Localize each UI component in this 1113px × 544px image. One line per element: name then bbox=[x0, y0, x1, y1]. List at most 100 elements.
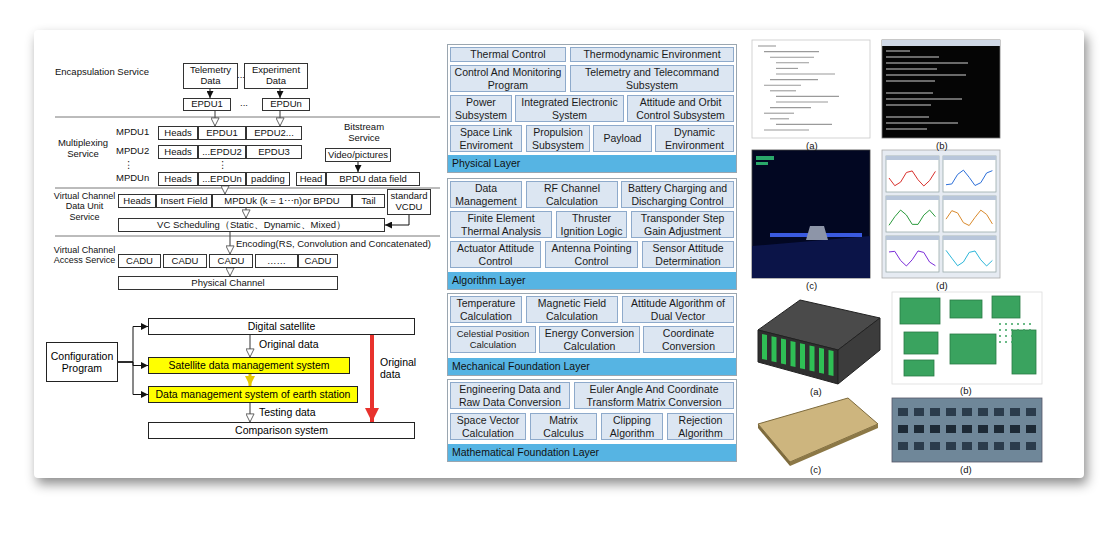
component-block bbox=[904, 332, 938, 354]
board-edge bbox=[758, 424, 790, 466]
chip bbox=[946, 442, 956, 450]
module-box: Rejection Algorithm bbox=[667, 413, 734, 440]
chart-curve bbox=[889, 251, 935, 266]
protocol-field-box: CADU bbox=[298, 254, 338, 268]
highlighted-process-box: Data management system of earth station bbox=[148, 386, 358, 403]
via-dot bbox=[1011, 341, 1013, 343]
protocol-field-box: BPDU data field bbox=[326, 172, 420, 186]
layer-title: Mechanical Foundation Layer bbox=[448, 358, 736, 375]
box-label: CADU bbox=[303, 256, 334, 267]
console-line bbox=[886, 75, 966, 76]
arrow-connector bbox=[249, 335, 250, 357]
annotation-label: ⋮ bbox=[124, 160, 134, 171]
arrow-connector bbox=[229, 232, 230, 254]
chip bbox=[898, 442, 908, 450]
chip bbox=[994, 425, 1004, 433]
chip bbox=[914, 408, 924, 416]
annotation-label: ⋮ bbox=[218, 160, 228, 171]
box-label: Data management system of earth station bbox=[154, 388, 353, 400]
box-label: Control And Monitoring Program bbox=[451, 66, 565, 90]
via-dot bbox=[1029, 335, 1031, 337]
terminal-screenshot bbox=[882, 40, 1000, 138]
box-label: Thermodynamic Environment bbox=[581, 48, 722, 60]
component-block bbox=[950, 334, 996, 364]
chip bbox=[978, 408, 988, 416]
code-line bbox=[770, 79, 818, 80]
code-line bbox=[764, 51, 819, 52]
pcb-layout bbox=[892, 292, 1042, 384]
via-dot bbox=[999, 329, 1001, 331]
box-label: EPDU1 bbox=[189, 99, 225, 110]
component-closeup-photo bbox=[892, 398, 1042, 462]
chart-curve bbox=[889, 171, 935, 186]
chart-window bbox=[886, 156, 939, 192]
separator-line bbox=[55, 117, 440, 118]
via-dot bbox=[1023, 323, 1025, 325]
chip bbox=[914, 442, 924, 450]
protocol-field-box: EPDU3 bbox=[246, 145, 302, 159]
chip bbox=[962, 425, 972, 433]
console-line bbox=[886, 99, 962, 100]
circuit-card bbox=[829, 350, 834, 376]
module-box: Sensor Attitude Determination bbox=[642, 241, 734, 268]
window-title-bar bbox=[886, 236, 939, 240]
box-label: EPDU3 bbox=[256, 147, 292, 158]
box-label: ...EPDUn bbox=[200, 174, 244, 185]
box-label: Integrated Electronic System bbox=[516, 96, 623, 120]
module-box: Celestial Position Calculation bbox=[450, 326, 536, 353]
box-label: Propulsion Subsystem bbox=[527, 126, 589, 150]
module-box: Coordinate Conversion bbox=[643, 326, 734, 353]
protocol-field-box: Insert Field bbox=[156, 194, 212, 208]
chip bbox=[898, 425, 908, 433]
chip bbox=[978, 442, 988, 450]
circuit-card bbox=[800, 343, 805, 369]
window-title-bar bbox=[943, 196, 996, 200]
annotation-label: MPDU2 bbox=[116, 146, 149, 157]
photo-frame bbox=[892, 398, 1042, 462]
chip bbox=[930, 408, 940, 416]
code-line bbox=[776, 96, 839, 97]
box-label: Configuration Program bbox=[47, 350, 117, 374]
console-line bbox=[886, 123, 958, 124]
component-block bbox=[900, 298, 940, 324]
protocol-field-box: ...EPDU2 bbox=[198, 145, 246, 159]
window-title-bar bbox=[886, 196, 939, 200]
console-line bbox=[886, 93, 933, 94]
box-label: Digital satellite bbox=[246, 320, 318, 332]
box-label: EPDUn bbox=[268, 99, 304, 110]
module-box: Attitude Algorithm of Dual Vector bbox=[622, 296, 734, 323]
chip bbox=[930, 442, 940, 450]
component-block bbox=[950, 300, 982, 318]
box-label: Physical Channel bbox=[189, 278, 266, 289]
box-label: padding bbox=[249, 174, 287, 185]
module-box: RF Channel Calculation bbox=[526, 181, 618, 208]
process-box: Configuration Program bbox=[46, 342, 118, 382]
arrow-connector bbox=[249, 374, 252, 386]
via-dot bbox=[999, 335, 1001, 337]
module-box: Power Subsystem bbox=[450, 95, 512, 122]
box-label: CADU bbox=[170, 256, 201, 267]
module-box: Energy Conversion Calculation bbox=[539, 326, 640, 353]
annotation-label: Virtual Channel Access Service bbox=[53, 245, 116, 266]
via-dot bbox=[1023, 335, 1025, 337]
arrow-connector bbox=[118, 362, 148, 395]
box-label: Insert Field bbox=[159, 196, 210, 207]
box-label: Euler Angle And Coordinate Transform Mat… bbox=[575, 383, 733, 407]
box-label: EPDU1 bbox=[204, 128, 240, 139]
overlay-mark bbox=[756, 162, 768, 165]
code-line bbox=[764, 113, 794, 114]
circuit-card bbox=[791, 341, 796, 367]
protocol-field-box: Experiment Data bbox=[244, 63, 308, 89]
figure-caption-letter: (c) bbox=[810, 465, 821, 476]
annotation-label: MPDU1 bbox=[116, 127, 149, 138]
separator-line bbox=[55, 236, 440, 237]
box-label: Engineering Data and Raw Data Conversion bbox=[451, 383, 569, 407]
board-edge bbox=[790, 424, 878, 466]
chip bbox=[994, 442, 1004, 450]
box-label: Tail bbox=[359, 196, 377, 207]
console-line bbox=[886, 57, 939, 58]
protocol-field-box: standard VCDU bbox=[387, 189, 431, 215]
module-box: Temperature Calculation bbox=[450, 296, 522, 323]
module-box: Space Vector Calculation bbox=[450, 413, 526, 440]
